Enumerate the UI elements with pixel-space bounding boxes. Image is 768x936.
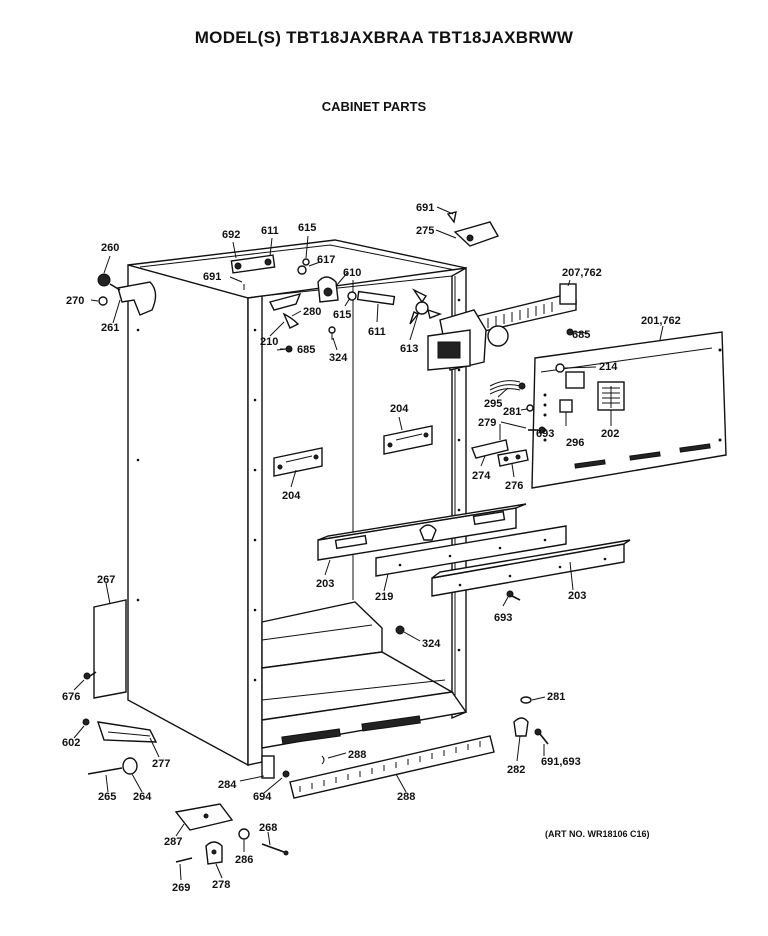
label-281-top: 281 bbox=[503, 406, 521, 418]
cabinet-shell bbox=[127, 239, 468, 767]
label-613: 613 bbox=[400, 343, 418, 355]
label-324-bottom: 324 bbox=[422, 638, 441, 650]
small-fasteners bbox=[82, 590, 549, 865]
label-202: 202 bbox=[601, 428, 619, 440]
shelf-support-right bbox=[383, 425, 433, 455]
label-611-lower: 611 bbox=[368, 326, 386, 338]
label-207-762: 207,762 bbox=[562, 267, 602, 279]
label-685-left: 685 bbox=[297, 344, 315, 356]
label-694: 694 bbox=[253, 791, 272, 803]
label-691-top: 691 bbox=[203, 271, 221, 283]
label-261: 261 bbox=[101, 322, 119, 334]
label-284: 284 bbox=[218, 779, 237, 791]
label-282: 282 bbox=[507, 764, 525, 776]
label-691-693: 691,693 bbox=[541, 756, 581, 768]
top-hardware bbox=[230, 254, 396, 353]
label-204-right: 204 bbox=[390, 403, 409, 415]
part-labels: 260 270 261 692 611 615 617 691 610 280 … bbox=[62, 202, 681, 894]
label-692: 692 bbox=[222, 229, 240, 241]
label-210: 210 bbox=[260, 336, 278, 348]
label-264: 264 bbox=[133, 791, 152, 803]
label-260: 260 bbox=[101, 242, 119, 254]
leader-lines bbox=[73, 206, 664, 881]
label-602: 602 bbox=[62, 737, 80, 749]
label-324-top: 324 bbox=[329, 352, 348, 364]
label-676: 676 bbox=[62, 691, 80, 703]
label-691-right: 691 bbox=[416, 202, 434, 214]
mullion-rails bbox=[317, 503, 631, 597]
control-panel bbox=[471, 331, 727, 489]
label-274: 274 bbox=[472, 470, 491, 482]
label-288-grille: 288 bbox=[397, 791, 415, 803]
label-693-mid: 693 bbox=[494, 612, 512, 624]
label-280: 280 bbox=[303, 306, 321, 318]
label-617: 617 bbox=[317, 254, 335, 266]
label-615: 615 bbox=[298, 222, 316, 234]
diagram-subtitle: CABINET PARTS bbox=[321, 99, 427, 114]
label-288-clip: 288 bbox=[348, 749, 366, 761]
diagram-title: MODEL(S) TBT18JAXBRAA TBT18JAXBRWW bbox=[194, 28, 574, 47]
label-270: 270 bbox=[66, 295, 84, 307]
label-203-right: 203 bbox=[568, 590, 586, 602]
label-278: 278 bbox=[212, 879, 230, 891]
top-hinge-assembly bbox=[97, 273, 157, 316]
label-277: 277 bbox=[152, 758, 170, 770]
shelf-support-left bbox=[273, 447, 323, 477]
label-281-bottom: 281 bbox=[547, 691, 565, 703]
label-611: 611 bbox=[261, 225, 279, 237]
label-201-762: 201,762 bbox=[641, 315, 681, 327]
art-number: (ART NO. WR18106 C16) bbox=[545, 829, 650, 839]
label-275: 275 bbox=[416, 225, 434, 237]
label-287: 287 bbox=[164, 836, 182, 848]
label-268: 268 bbox=[259, 822, 277, 834]
label-610: 610 bbox=[343, 267, 361, 279]
label-219: 219 bbox=[375, 591, 393, 603]
label-295: 295 bbox=[484, 398, 502, 410]
label-269: 269 bbox=[172, 882, 190, 894]
label-286: 286 bbox=[235, 854, 253, 866]
label-204-left: 204 bbox=[282, 490, 301, 502]
label-276: 276 bbox=[505, 480, 523, 492]
label-267: 267 bbox=[97, 574, 115, 586]
damper-fan-assembly bbox=[409, 211, 577, 371]
label-296: 296 bbox=[566, 437, 584, 449]
label-265: 265 bbox=[98, 791, 116, 803]
label-685-right: 685 bbox=[572, 329, 590, 341]
label-214: 214 bbox=[599, 361, 618, 373]
label-203-left: 203 bbox=[316, 578, 334, 590]
label-279: 279 bbox=[478, 417, 496, 429]
label-615-lower: 615 bbox=[333, 309, 351, 321]
label-693-top: 693 bbox=[536, 428, 554, 440]
